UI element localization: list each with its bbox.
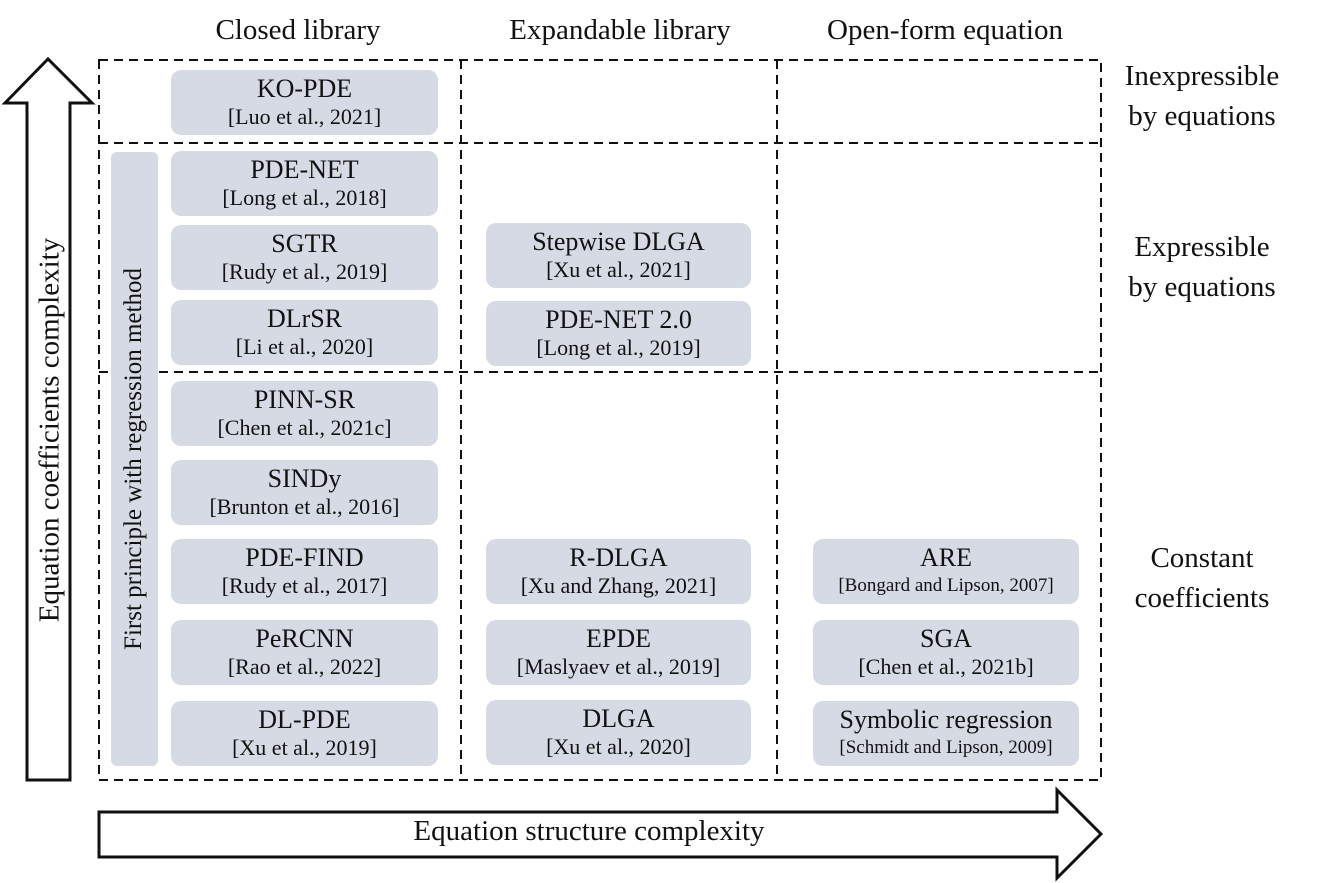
method-box-stepwise-dlga: Stepwise DLGA [Xu et al., 2021] xyxy=(486,223,751,288)
method-box-pinn-sr: PINN-SR [Chen et al., 2021c] xyxy=(171,381,438,446)
method-box-are: ARE [Bongard and Lipson, 2007] xyxy=(813,539,1079,604)
vertical-axis-arrow xyxy=(1,56,96,782)
row-label-constant-coefficients: Constant coefficients xyxy=(1134,542,1270,614)
method-box-pde-find: PDE-FIND [Rudy et al., 2017] xyxy=(171,539,438,604)
method-box-sgtr: SGTR [Rudy et al., 2019] xyxy=(171,225,438,290)
method-box-epde: EPDE [Maslyaev et al., 2019] xyxy=(486,620,751,685)
method-box-sga: SGA [Chen et al., 2021b] xyxy=(813,620,1079,685)
first-principle-bar xyxy=(111,152,158,766)
row-label-inexpressible: Inexpressible by equations xyxy=(1124,60,1280,132)
method-box-dlrsr: DLrSR [Li et al., 2020] xyxy=(171,300,438,365)
horizontal-axis-arrow xyxy=(97,786,1104,882)
method-box-pde-net-2: PDE-NET 2.0 [Long et al., 2019] xyxy=(486,301,751,366)
method-box-percnn: PeRCNN [Rao et al., 2022] xyxy=(171,620,438,685)
method-box-ko-pde: KO-PDE [Luo et al., 2021] xyxy=(171,70,438,135)
method-box-dlga: DLGA [Xu et al., 2020] xyxy=(486,700,751,765)
horizontal-axis-label: Equation structure complexity xyxy=(413,815,765,847)
row-label-expressible: Expressible by equations xyxy=(1128,231,1276,303)
grid-outer-border xyxy=(98,59,1102,781)
method-box-pde-net: PDE-NET [Long et al., 2018] xyxy=(171,151,438,216)
column-header-open-form-equation: Open-form equation xyxy=(827,14,1063,46)
column-header-closed-library: Closed library xyxy=(215,14,381,46)
method-box-dl-pde: DL-PDE [Xu et al., 2019] xyxy=(171,701,438,766)
first-principle-bar-label: First principle with regression method xyxy=(120,268,147,650)
column-header-expandable-library: Expandable library xyxy=(509,14,731,46)
method-box-r-dlga: R-DLGA [Xu and Zhang, 2021] xyxy=(486,539,751,604)
vertical-axis-label: Equation coefficients complexity xyxy=(33,237,66,623)
method-box-symbolic-regression: Symbolic regression [Schmidt and Lipson,… xyxy=(813,701,1079,766)
method-box-sindy: SINDy [Brunton et al., 2016] xyxy=(171,460,438,525)
